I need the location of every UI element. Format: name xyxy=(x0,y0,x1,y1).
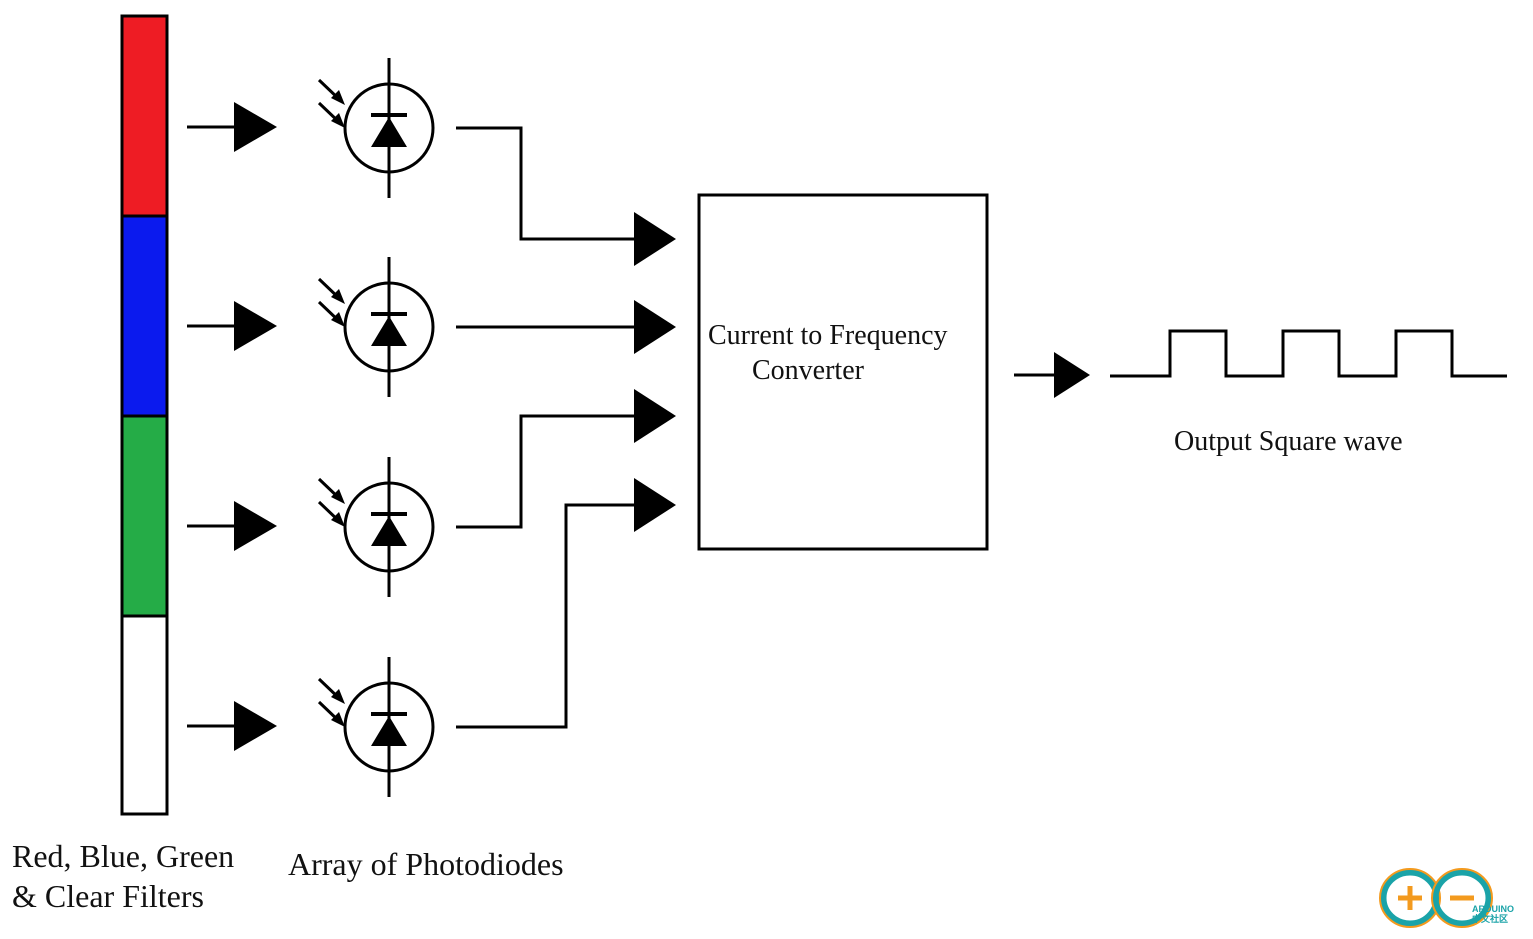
filters-label-line2: & Clear Filters xyxy=(12,878,204,914)
photodiode-icon xyxy=(317,455,435,599)
brand-subtitle: 中文社区 xyxy=(1472,914,1509,924)
input-arrowhead xyxy=(634,389,676,443)
photodiode-icon xyxy=(317,655,435,799)
converter-block xyxy=(697,193,989,551)
square-wave xyxy=(1110,329,1507,378)
filter-strip xyxy=(120,14,169,816)
brand-name: ARDUINO xyxy=(1472,904,1514,914)
connector-wire xyxy=(456,503,640,729)
filter-clear xyxy=(120,614,169,816)
light-arrow xyxy=(187,102,277,152)
filter-green xyxy=(120,414,169,618)
arduino-logo xyxy=(1379,868,1493,928)
connector-wire xyxy=(456,414,640,529)
light-arrow xyxy=(187,501,277,551)
converter-label-line2: Converter xyxy=(752,355,864,386)
photodiodes-label: Array of Photodiodes xyxy=(288,846,564,882)
converter-label-line1: Current to Frequency xyxy=(708,320,948,351)
arduino-logo-text: ARDUINO 中文社区 xyxy=(1472,904,1514,924)
converter-label: Current to Frequency Converter xyxy=(700,318,986,388)
filter-red xyxy=(120,14,169,218)
output-arrow xyxy=(1014,352,1090,398)
photodiode-icon xyxy=(317,255,435,399)
light-arrow xyxy=(187,301,277,351)
filter-blue xyxy=(120,214,169,418)
photodiode-icon xyxy=(317,56,435,200)
filters-label: Red, Blue, Green & Clear Filters xyxy=(12,836,234,916)
connector-wire xyxy=(456,126,640,241)
input-arrowhead xyxy=(634,300,676,354)
filters-label-line1: Red, Blue, Green xyxy=(12,838,235,874)
input-arrowhead xyxy=(634,478,676,532)
light-arrow xyxy=(187,701,277,751)
output-label: Output Square wave xyxy=(1174,426,1403,457)
input-arrowhead xyxy=(634,212,676,266)
